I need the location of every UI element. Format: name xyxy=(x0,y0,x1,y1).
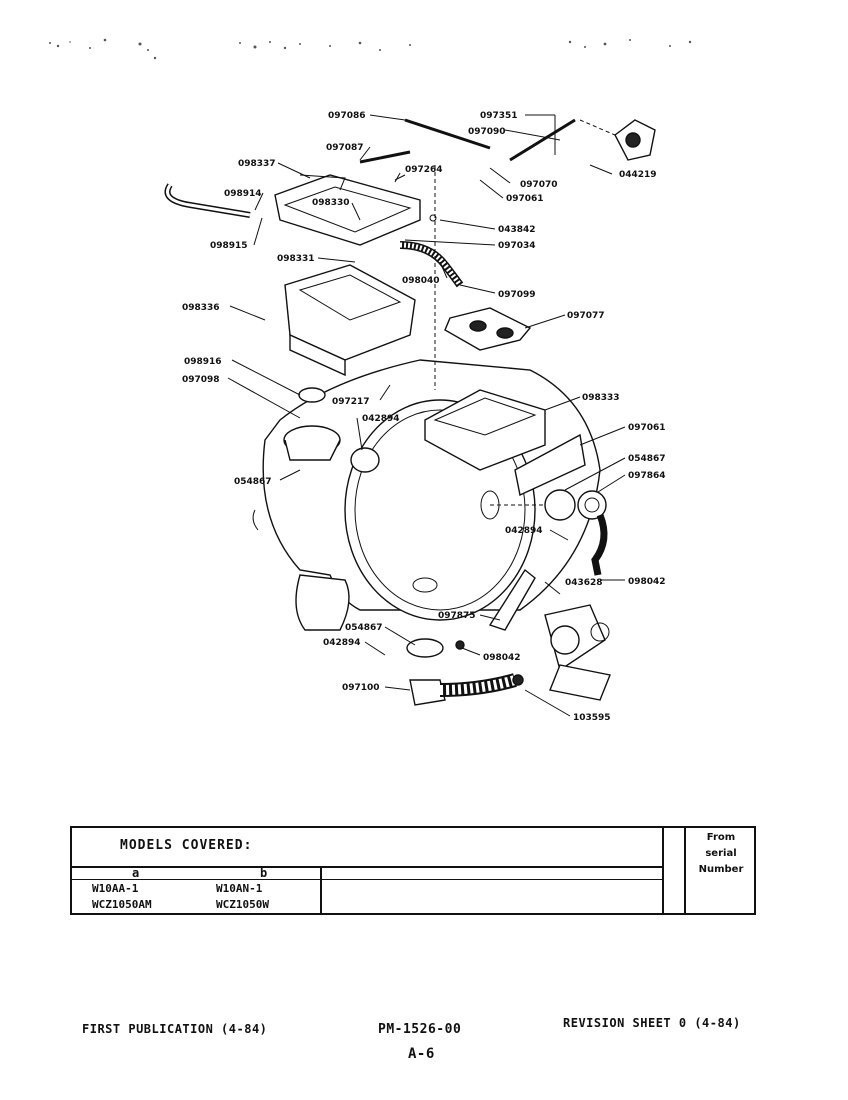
callout-054867-c: 054867 xyxy=(345,623,383,633)
callout-098042-b: 098042 xyxy=(483,653,521,663)
callout-054867-a: 054867 xyxy=(628,454,666,464)
revision-sheet: REVISION SHEET 0 (4-84) xyxy=(563,1016,741,1030)
serial-column: From serial Number xyxy=(684,828,754,913)
table-divider xyxy=(320,866,322,915)
left-bellows xyxy=(283,387,380,473)
callout-042894-b: 042894 xyxy=(505,526,543,536)
callout-098042-a: 098042 xyxy=(628,577,666,587)
part-callouts: 097086 097087 098337 097264 098914 09833… xyxy=(182,111,666,723)
callout-097099: 097099 xyxy=(498,290,536,300)
callout-097090: 097090 xyxy=(468,127,506,137)
table-divider xyxy=(72,879,664,880)
callout-098330: 098330 xyxy=(312,198,350,208)
callout-097264: 097264 xyxy=(405,165,443,175)
table-divider xyxy=(72,866,664,868)
callout-044219: 044219 xyxy=(619,170,657,180)
callout-097861: 097061 xyxy=(628,423,666,433)
table-divider xyxy=(662,828,684,913)
callout-097098: 097098 xyxy=(182,375,220,385)
callout-097087: 097087 xyxy=(326,143,364,153)
callout-098337: 098337 xyxy=(238,159,276,169)
callout-097070: 097070 xyxy=(520,180,558,190)
callout-098916: 098916 xyxy=(184,357,222,367)
callout-097034: 097034 xyxy=(498,241,536,251)
callout-098331: 098331 xyxy=(277,254,315,264)
callout-097351: 097351 xyxy=(480,111,518,121)
callout-098914: 098914 xyxy=(224,189,262,199)
callout-043842: 043842 xyxy=(498,225,536,235)
model-a-1: W10AA-1 xyxy=(92,882,139,895)
callout-042894-a: 042894 xyxy=(362,414,400,424)
callout-097217: 097217 xyxy=(332,397,370,407)
serial-header-line1: From serial xyxy=(705,832,737,859)
callout-097864: 097864 xyxy=(628,471,666,481)
leader-lines xyxy=(227,114,626,717)
dispenser-drawer xyxy=(424,389,546,471)
valve-bracket xyxy=(274,174,421,246)
column-a-header: a xyxy=(132,866,140,880)
callout-043628: 043628 xyxy=(565,578,603,588)
callout-054867-b: 054867 xyxy=(234,477,272,487)
knob-part xyxy=(614,119,656,161)
column-b-header: b xyxy=(260,866,268,880)
serial-header: From serial Number xyxy=(690,830,752,878)
scan-noise xyxy=(49,38,692,60)
drain-hose xyxy=(406,638,517,706)
callout-042894-c: 042894 xyxy=(323,638,361,648)
serial-header-line2: Number xyxy=(698,864,744,875)
callout-097086: 097086 xyxy=(328,111,366,121)
publication-number: PM-1526-00 xyxy=(378,1022,462,1037)
models-covered-table: MODELS COVERED: a b W10AA-1 W10AN-1 WCZ1… xyxy=(70,826,756,915)
dispenser-housing xyxy=(284,264,416,377)
page-number: A-6 xyxy=(408,1046,435,1062)
models-title: MODELS COVERED: xyxy=(120,838,253,853)
model-a-2: WCZ1050AM xyxy=(92,898,152,911)
first-publication: FIRST PUBLICATION (4-84) xyxy=(82,1022,268,1036)
callout-097077: 097077 xyxy=(567,311,605,321)
callout-103595: 103595 xyxy=(573,713,611,723)
callout-097061: 097061 xyxy=(506,194,544,204)
exploded-parts-diagram: 097086 097087 098337 097264 098914 09833… xyxy=(164,111,666,723)
model-b-1: W10AN-1 xyxy=(216,882,263,895)
callout-098040: 098040 xyxy=(402,276,440,286)
callout-097875: 097875 xyxy=(438,611,476,621)
callout-098336: 098336 xyxy=(182,303,220,313)
drain-pump xyxy=(544,604,611,701)
dispenser-tray xyxy=(444,307,532,351)
callout-098333: 098333 xyxy=(582,393,620,403)
callout-098915: 098915 xyxy=(210,241,248,251)
callout-097100: 097100 xyxy=(342,683,380,693)
model-b-2: WCZ1050W xyxy=(216,898,269,911)
